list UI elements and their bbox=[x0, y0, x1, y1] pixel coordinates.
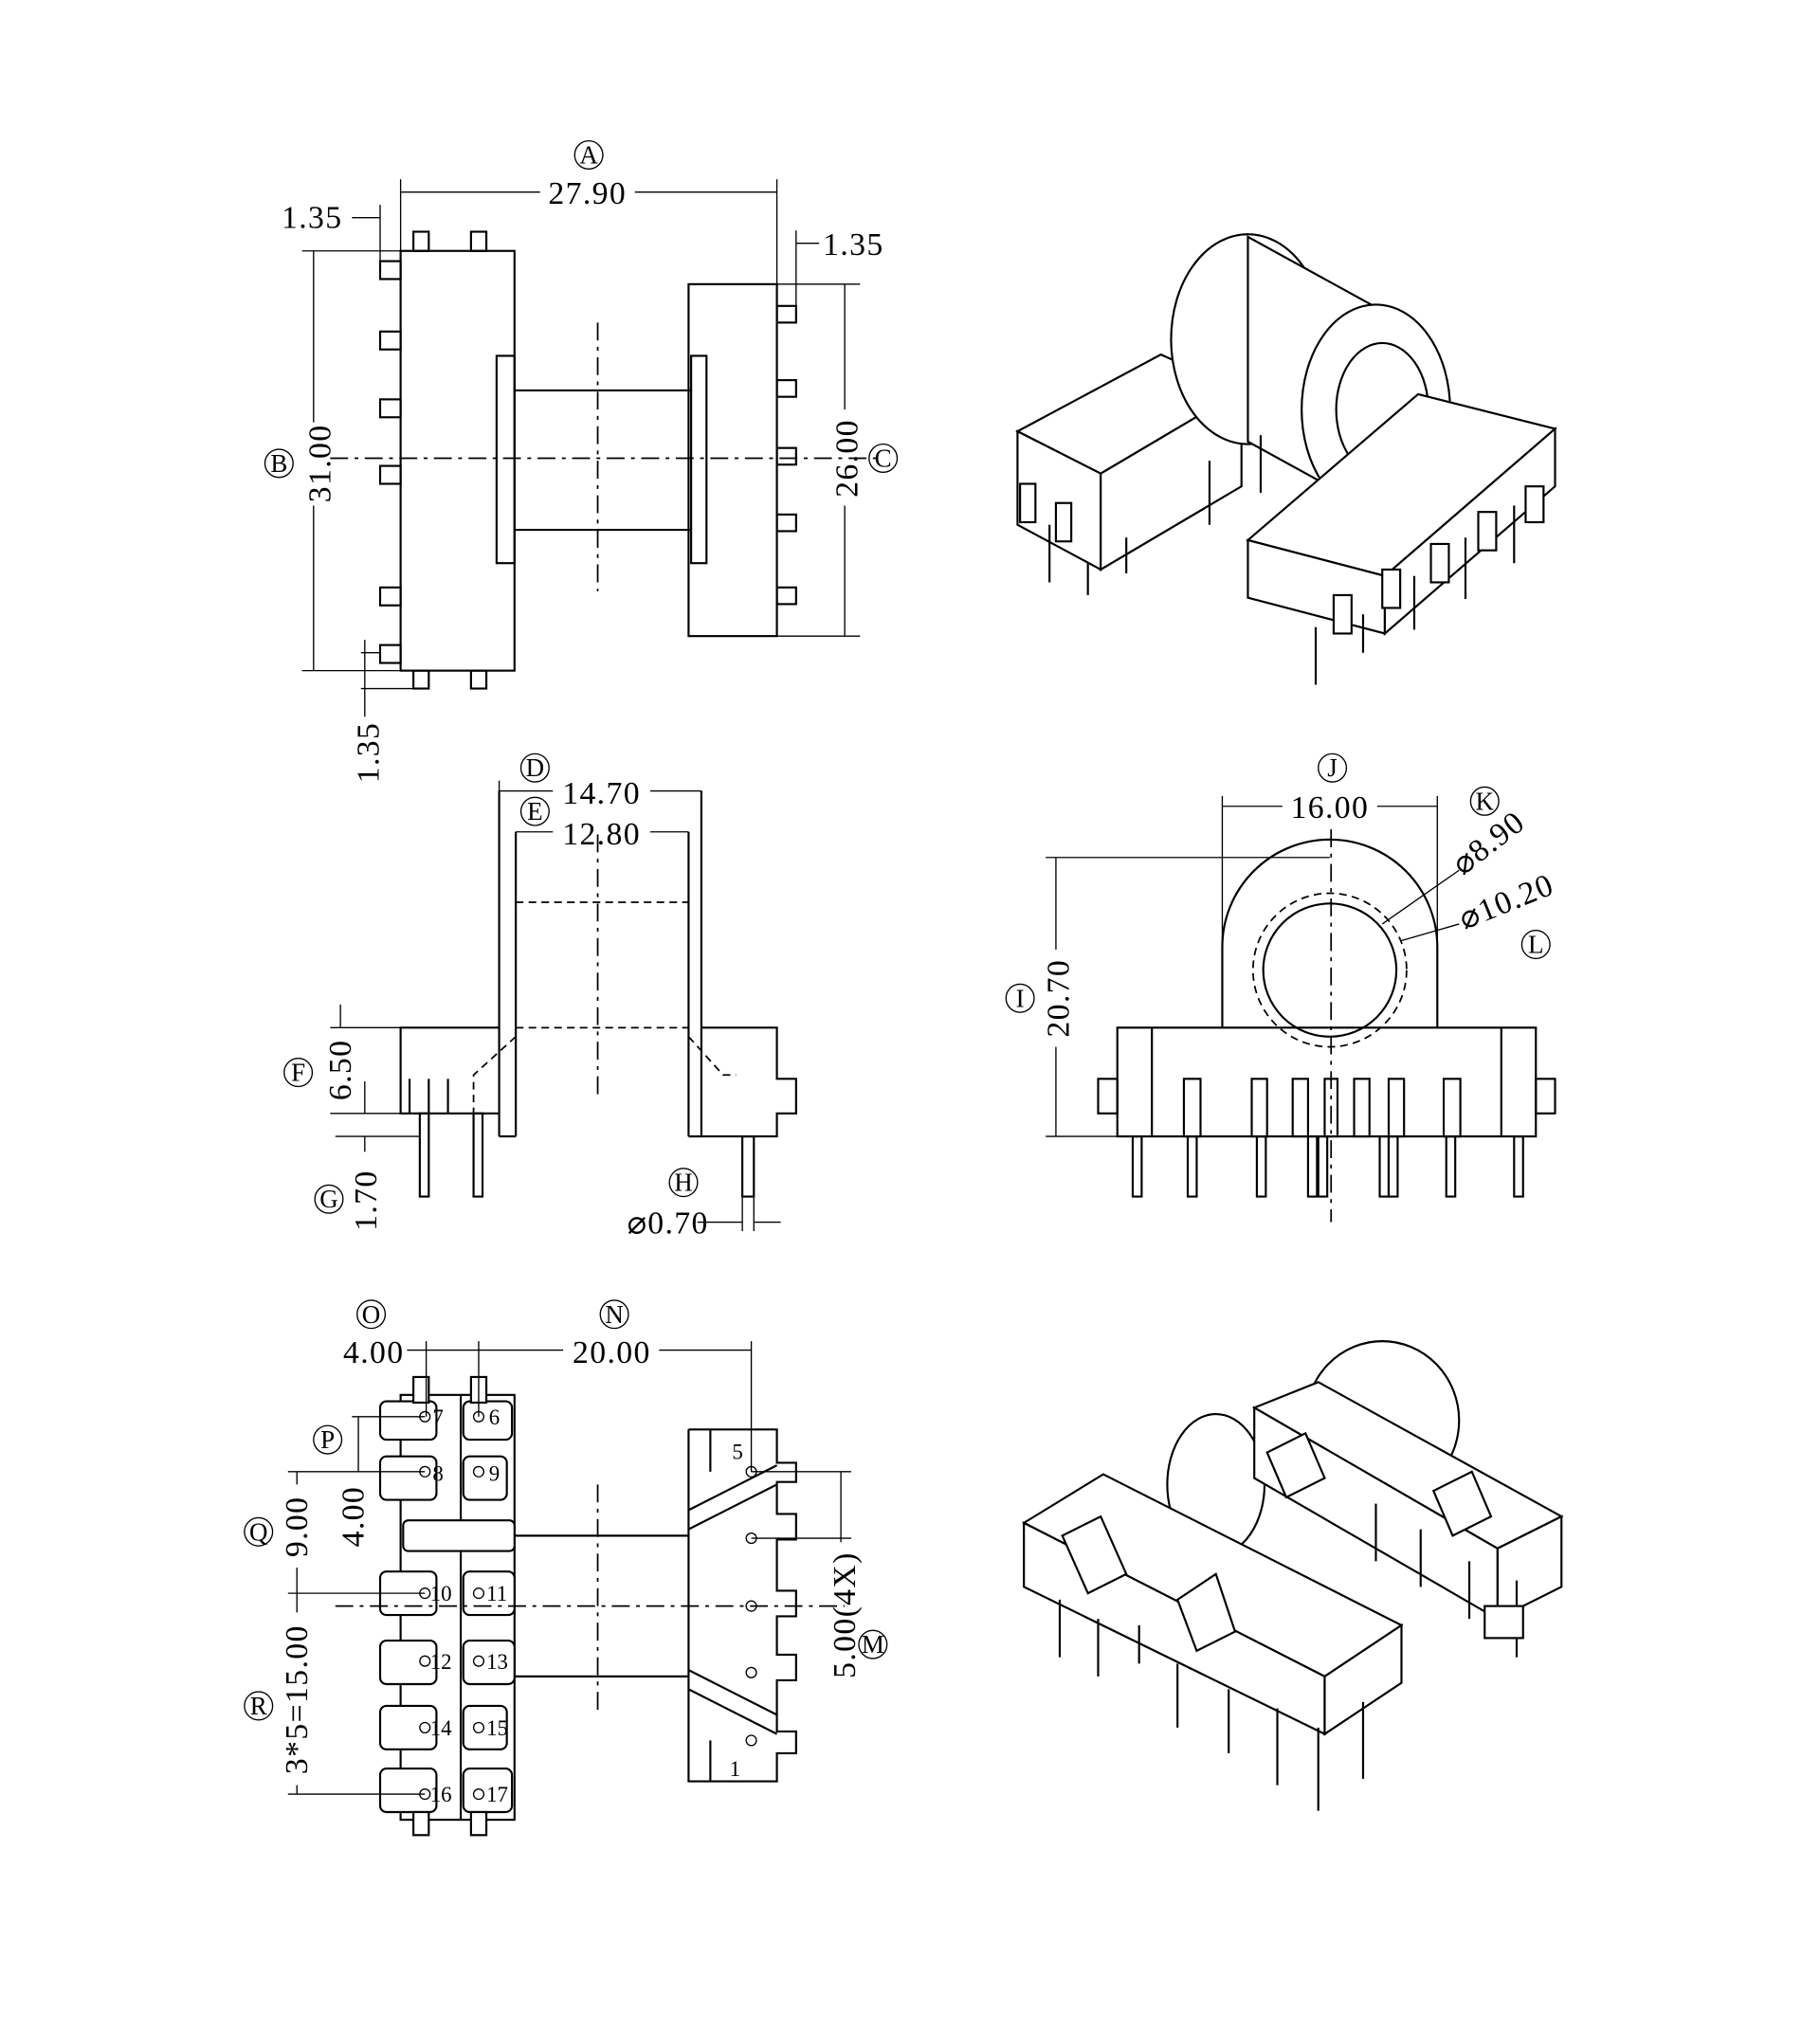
dim-overall-length: 27.90 bbox=[548, 176, 627, 211]
pin-label: 1 bbox=[730, 1757, 740, 1781]
label-L: L bbox=[1528, 931, 1544, 959]
dim-pin-offset: 1.70 bbox=[349, 1170, 384, 1230]
label-Q: Q bbox=[249, 1517, 268, 1546]
label-I: I bbox=[1016, 984, 1025, 1012]
label-K: K bbox=[1475, 787, 1494, 815]
pin-label: 15 bbox=[486, 1716, 508, 1740]
pin-label: 10 bbox=[430, 1582, 452, 1605]
pin-label: 12 bbox=[430, 1650, 452, 1674]
dim-width: 16.00 bbox=[1291, 790, 1370, 825]
dim-outer-width: 14.70 bbox=[562, 776, 641, 811]
dim-base-height: 6.50 bbox=[323, 1040, 358, 1100]
pin-label: 7 bbox=[432, 1405, 443, 1429]
pin-label: 8 bbox=[432, 1461, 443, 1485]
label-R: R bbox=[250, 1692, 267, 1720]
bottom-view: O N P Q R M 4.00 20.00 4.00 9.00 3*5=15.… bbox=[244, 1299, 888, 1837]
dim-offset-top-right: 1.35 bbox=[823, 227, 883, 263]
dim-height-right: 26.00 bbox=[830, 419, 865, 498]
front-view: J K L I 16.00 20.70 ⌀8.90 ⌀10.20 bbox=[1005, 753, 1559, 1223]
dim-right-pitch: 5.00(4X) bbox=[828, 1551, 863, 1678]
dim-row-pitch: 4.00 bbox=[343, 1335, 404, 1370]
isometric-view-bottom bbox=[1021, 1340, 1564, 1811]
label-F: F bbox=[291, 1059, 305, 1087]
pin-label: 17 bbox=[486, 1783, 508, 1806]
pin-label: 16 bbox=[430, 1783, 452, 1806]
label-A: A bbox=[579, 140, 598, 169]
label-P: P bbox=[320, 1425, 335, 1454]
pin-label: 14 bbox=[430, 1716, 452, 1740]
dim-pin-diameter: ⌀0.70 bbox=[628, 1206, 709, 1242]
dim-offset-top-left: 1.35 bbox=[282, 200, 342, 235]
label-M: M bbox=[862, 1630, 884, 1659]
label-G: G bbox=[319, 1185, 338, 1213]
dim-height: 20.70 bbox=[1041, 959, 1076, 1038]
top-view: A B C 27.90 1.35 1.35 31.00 26.00 1.35 bbox=[264, 139, 899, 783]
pin-label: 9 bbox=[489, 1461, 500, 1485]
side-view: D E F G H 14.70 12.80 6.50 1.70 ⌀0.70 bbox=[283, 753, 797, 1242]
dim-offset: 9.00 bbox=[280, 1496, 315, 1557]
dim-inner-width: 12.80 bbox=[562, 817, 641, 852]
dim-pitch-total: 3*5=15.00 bbox=[280, 1624, 315, 1774]
pin-label: 6 bbox=[489, 1405, 500, 1429]
pin-label: 11 bbox=[486, 1582, 507, 1605]
label-H: H bbox=[674, 1169, 693, 1197]
label-N: N bbox=[605, 1300, 624, 1329]
label-D: D bbox=[526, 753, 545, 782]
dim-row-span: 20.00 bbox=[573, 1335, 651, 1370]
label-C: C bbox=[875, 444, 892, 472]
dim-pin-gap: 4.00 bbox=[336, 1486, 371, 1547]
dim-offset-bottom: 1.35 bbox=[352, 722, 387, 783]
label-J: J bbox=[1327, 753, 1338, 782]
pin-label: 5 bbox=[732, 1440, 742, 1463]
label-E: E bbox=[527, 797, 543, 825]
label-B: B bbox=[270, 449, 287, 478]
dim-inner-diameter: ⌀8.90 bbox=[1446, 805, 1532, 882]
label-O: O bbox=[362, 1300, 381, 1329]
pin-label: 13 bbox=[486, 1650, 508, 1674]
isometric-view-top bbox=[1015, 233, 1557, 685]
dim-height-left: 31.00 bbox=[302, 425, 337, 503]
